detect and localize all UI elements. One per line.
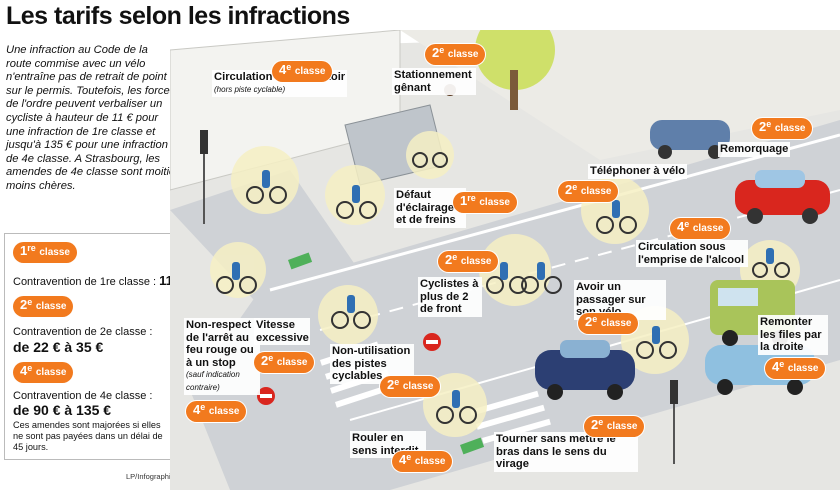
label-speed: Vitesse excessive (254, 318, 310, 345)
legend-class1-text: Contravention de 1re classe : 11 € (13, 273, 184, 288)
no-entry-bar (260, 394, 272, 398)
bike-lane-mark (459, 437, 485, 455)
tree (475, 10, 555, 90)
page-title: Les tarifs selon les infractions (6, 2, 350, 30)
label-alcohol: Circulation sous l'emprise de l'alcool (636, 240, 748, 267)
bike-lane-mark (288, 252, 313, 270)
legend-class4-amount: de 90 € à 135 € (13, 402, 112, 418)
badge-red-light: 4e classe (186, 401, 247, 422)
label-overtake-right: Remonter les files par la droite (758, 315, 828, 355)
badge-parking: 2e classe (425, 44, 486, 65)
cyclist-bodies (232, 170, 774, 408)
car-blue-top (650, 120, 730, 159)
intro-text: Une infraction au Code de la route commi… (6, 44, 176, 192)
legend-class1-badge: 1re classe (13, 242, 77, 263)
cyclists (216, 152, 790, 424)
no-entry-bar (426, 340, 438, 344)
label-parking: Stationnement gênant (392, 68, 476, 95)
badge-passenger: 2e classe (578, 313, 639, 334)
tree-trunk (510, 70, 518, 110)
label-side-by-side: Cyclistes à plus de 2 de front (418, 277, 482, 317)
car-dark-blue (535, 340, 635, 400)
label-red-light: Non-respect de l'arrêt au feu rouge ou à… (184, 318, 260, 395)
legend-class2-text: Contravention de 2e classe : (13, 326, 153, 338)
badge-side-by-side: 2e classe (438, 251, 499, 272)
badge-lighting: 1re classe (453, 192, 517, 213)
badge-phone: 2e classe (558, 181, 619, 202)
street-scene: Circulation sur le trottoir(hors piste c… (169, 10, 840, 490)
badge-turn-signal: 2e classe (584, 416, 645, 437)
badge-no-bike-lane: 2e classe (380, 376, 441, 397)
badge-overtake-right: 4e classe (765, 358, 826, 379)
legend-class4-text: Contravention de 4e classe : (13, 390, 153, 402)
legend-note: Ces amendes sont majorées si elles ne so… (13, 420, 163, 452)
bike-lane-line (269, 133, 840, 292)
badge-sidewalk: 4e classe (272, 61, 333, 82)
car-red (735, 170, 830, 224)
label-turn-signal: Tourner sans mettre le bras dans le sens… (494, 432, 638, 472)
badge-alcohol: 4e classe (670, 218, 731, 239)
credit: LP/Infographie (126, 472, 175, 481)
badge-speed: 2e classe (254, 352, 315, 373)
traffic-light-icon (200, 130, 678, 464)
badge-towing: 2e classe (752, 118, 813, 139)
fines-legend: 1re classe Contravention de 1re classe :… (4, 233, 184, 460)
label-towing: Remorquage (718, 142, 791, 157)
legend-class4-badge: 4e classe (13, 362, 74, 383)
label-phone: Téléphoner à vélo (588, 164, 688, 179)
badge-wrong-way: 4e classe (392, 451, 453, 472)
legend-class2-amount: de 22 € à 35 € (13, 339, 104, 355)
lane-line (319, 189, 840, 331)
label-passenger: Avoir un passager sur son vélo (574, 280, 666, 320)
legend-class2-badge: 2e classe (13, 296, 74, 317)
